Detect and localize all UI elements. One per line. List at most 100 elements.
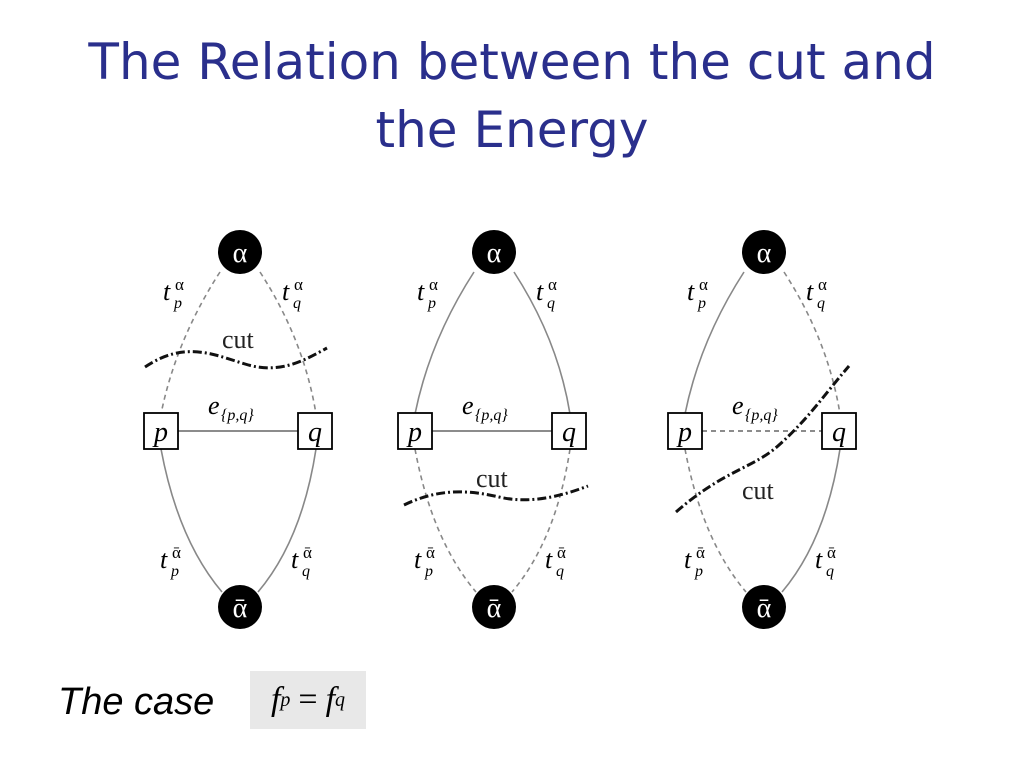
- formula-equals: =: [298, 681, 318, 718]
- source-node: [742, 230, 786, 274]
- cut-label: cut: [476, 464, 509, 493]
- label-t-p-alpha-bar-t: t: [414, 545, 422, 574]
- slide-title: The Relation between the cut and the Ene…: [40, 28, 984, 164]
- label-t-p-alpha-sub: p: [173, 295, 182, 312]
- source-node: [472, 230, 516, 274]
- edge-label-e: e: [208, 391, 220, 420]
- node-q-box: [551, 412, 587, 450]
- edge-label-sub: {p,q}: [745, 407, 778, 424]
- sink-node-label: ᾱ: [757, 593, 772, 624]
- label-t-p-alpha-sub: p: [697, 295, 706, 312]
- label-t-q-alpha-bar-t: t: [291, 545, 299, 574]
- edge-t-q-alpha: [259, 271, 317, 415]
- edge-t-p-alpha-bar: [160, 448, 223, 593]
- edge-t-q-alpha-bar: [781, 448, 841, 593]
- label-t-q-alpha-bar-sup: ᾱ: [557, 543, 566, 562]
- label-t-q-alpha-sub: q: [293, 295, 301, 312]
- edge-t-p-alpha: [160, 271, 221, 415]
- label-t-p-alpha-sup: α: [429, 275, 438, 294]
- edge-t-q-alpha-bar: [511, 448, 571, 593]
- edge-t-q-alpha-bar: [257, 448, 317, 593]
- edge-label-e: e: [462, 391, 474, 420]
- node-q-label: q: [832, 417, 846, 448]
- label-t-q-alpha-sub: q: [817, 295, 825, 312]
- edge-label-sub: {p,q}: [475, 407, 508, 424]
- label-t-p-alpha-bar-t: t: [684, 545, 692, 574]
- source-node-label: α: [487, 238, 502, 269]
- cut-curve: [675, 365, 851, 514]
- node-p-box: [667, 412, 703, 450]
- label-t-q-alpha-bar-t: t: [815, 545, 823, 574]
- formula-lhs-sub: p: [280, 688, 291, 711]
- node-q-label: q: [562, 417, 576, 448]
- source-node: [218, 230, 262, 274]
- edge-label-e-pq: e{p,q}: [462, 391, 508, 424]
- cut-curve: [144, 346, 328, 370]
- label-t-q-alpha-sup: α: [548, 275, 557, 294]
- edge-t-p-alpha-bar: [414, 448, 477, 593]
- edge-t-p-alpha: [684, 271, 745, 415]
- label-t-q-alpha-bar-sub: q: [826, 563, 834, 580]
- node-p-box: [143, 412, 179, 450]
- formula-lhs: f: [270, 681, 281, 718]
- formula-rhs-sub: q: [335, 688, 346, 711]
- label-t-q-alpha-t: t: [536, 277, 544, 306]
- label-t-p-alpha-t: t: [417, 277, 425, 306]
- label-t-p-alpha-bar-sup: ᾱ: [696, 543, 705, 562]
- cut-label: cut: [742, 476, 775, 505]
- label-t-q-alpha-bar-sup: ᾱ: [303, 543, 312, 562]
- edge-t-p-alpha: [414, 271, 475, 415]
- label-t-q-alpha-bar-sup: ᾱ: [827, 543, 836, 562]
- label-t-p-alpha-sup: α: [699, 275, 708, 294]
- edge-t-p-alpha-bar: [684, 448, 747, 593]
- edge-label-e: e: [732, 391, 744, 420]
- label-t-q-alpha-bar-sub: q: [302, 563, 310, 580]
- sink-node: [742, 585, 786, 629]
- label-t-q-alpha-t: t: [806, 277, 814, 306]
- label-t-q-alpha-sub: q: [547, 295, 555, 312]
- label-t-p-alpha-bar-t: t: [160, 545, 168, 574]
- edge-label-e-pq: e{p,q}: [732, 391, 778, 424]
- node-q-label: q: [308, 417, 322, 448]
- label-t-q-alpha-bar-t: t: [545, 545, 553, 574]
- label-t-q-alpha-bar-sub: q: [556, 563, 564, 580]
- cut-label: cut: [222, 325, 255, 354]
- label-t-q-alpha-sup: α: [818, 275, 827, 294]
- label-t-p-alpha-bar-sup: ᾱ: [172, 543, 181, 562]
- slide-title-line-1: The Relation between the cut and: [88, 33, 936, 91]
- label-t-q-alpha-sup: α: [294, 275, 303, 294]
- source-node-label: α: [757, 238, 772, 269]
- label-t-p-alpha-t: t: [163, 277, 171, 306]
- edge-t-q-alpha: [513, 271, 571, 415]
- node-q-box: [821, 412, 857, 450]
- label-t-p-alpha-sup: α: [175, 275, 184, 294]
- formula-rhs: f: [325, 681, 336, 718]
- label-t-p-alpha-bar-sup: ᾱ: [426, 543, 435, 562]
- node-p-label: p: [406, 417, 422, 448]
- cut-curve: [403, 484, 589, 507]
- label-t-p-alpha-bar-sub: p: [694, 563, 703, 580]
- sink-node: [472, 585, 516, 629]
- caption-text: The case: [58, 681, 215, 723]
- node-q-box: [297, 412, 333, 450]
- node-p-label: p: [676, 417, 692, 448]
- label-t-p-alpha-sub: p: [427, 295, 436, 312]
- slide-title-line-2: the Energy: [375, 101, 649, 159]
- source-node-label: α: [233, 238, 248, 269]
